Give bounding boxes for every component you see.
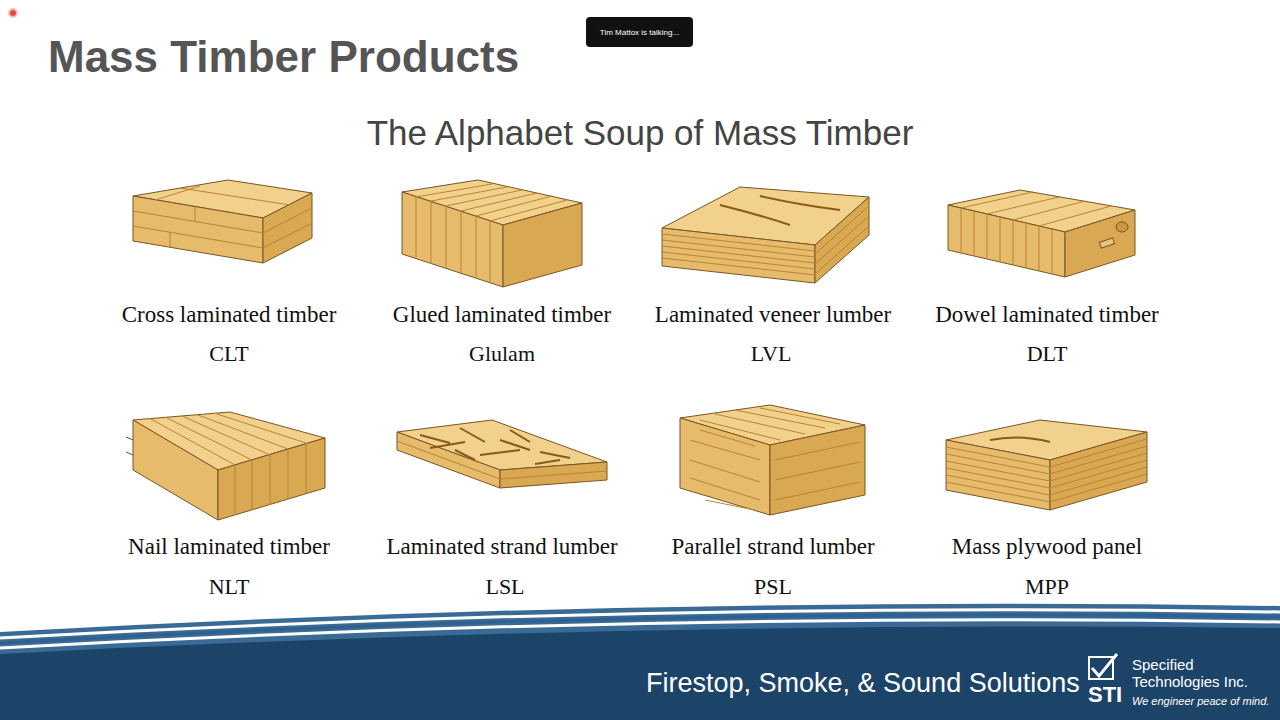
product-name: Parallel strand lumber [671, 534, 874, 560]
product-name: Glued laminated timber [393, 302, 611, 328]
product-name: Dowel laminated timber [935, 302, 1159, 328]
product-abbr: MPP [1025, 574, 1069, 600]
product-abbr: LVL [751, 341, 792, 367]
product-abbr: LSL [485, 574, 524, 600]
sti-checkmark [1089, 654, 1117, 679]
speaker-status: Tim Mattox is talking... [600, 28, 679, 37]
psl-block [680, 405, 865, 515]
product-name: Nail laminated timber [128, 534, 330, 560]
footer-wave [0, 604, 1280, 720]
footer-tagline: Firestop, Smoke, & Sound Solutions [646, 668, 1080, 699]
product-name: Cross laminated timber [122, 302, 337, 328]
lsl-block [397, 420, 607, 488]
slide-subtitle: The Alphabet Soup of Mass Timber [367, 113, 914, 153]
dlt-block [948, 190, 1135, 277]
company-slogan: We engineer peace of mind. [1132, 695, 1269, 707]
mpp-block [946, 420, 1147, 510]
glulam-block [402, 180, 582, 287]
recording-dot [9, 9, 17, 17]
nlt-block [126, 412, 325, 520]
product-abbr: NLT [209, 574, 250, 600]
product-name: Mass plywood panel [952, 534, 1142, 560]
product-name: Laminated veneer lumber [655, 302, 891, 328]
product-name: Laminated strand lumber [386, 534, 617, 560]
logo-mark: STI [1088, 682, 1122, 708]
product-abbr: PSL [754, 574, 792, 600]
company-name: Specified Technologies Inc. [1132, 656, 1250, 690]
slide-title: Mass Timber Products [48, 32, 519, 82]
lvl-block [662, 187, 869, 283]
footer-banner: Firestop, Smoke, & Sound Solutions STI Spe… [0, 600, 1280, 720]
clt-block [133, 180, 312, 263]
product-abbr: Glulam [469, 341, 535, 367]
product-abbr: CLT [209, 341, 249, 367]
product-abbr: DLT [1027, 341, 1068, 367]
speaker-toast: Tim Mattox is talking... [586, 17, 693, 47]
